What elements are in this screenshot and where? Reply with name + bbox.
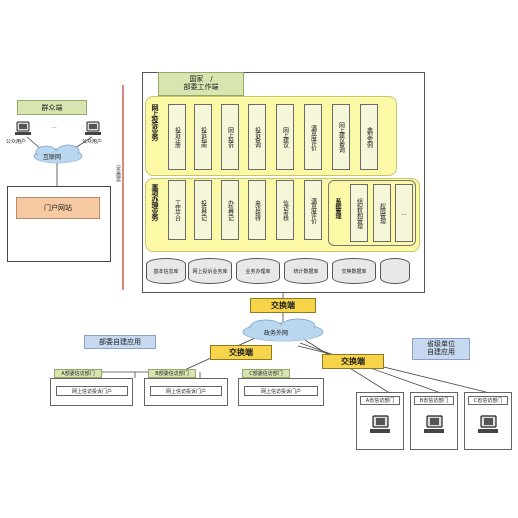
public-user-label-left: 公众用户: [6, 139, 27, 145]
office-item-label: 信访考核: [281, 200, 289, 220]
online-item-box: 投诉指南: [194, 104, 212, 170]
online-item-label: 网上建议: [281, 127, 289, 147]
database-cylinder: 统计数据库: [284, 258, 328, 284]
database-cylinder: 交换数据库: [332, 258, 376, 284]
portal-website-box: 门户网站: [16, 197, 100, 219]
exchange-middle: 交换端: [210, 345, 272, 360]
ministry-dept-name: C部委信访部门: [242, 369, 290, 378]
online-item-box: 网上建议查询: [332, 104, 350, 170]
database-label: 业务办理库: [245, 268, 271, 275]
public-user-label-right: 公众用户: [82, 139, 103, 145]
office-item-box: 工作平台: [168, 180, 186, 240]
online-complaint-group-label: 网上投诉业务: [150, 104, 160, 140]
system-item-box: 组织机构管理: [350, 184, 368, 242]
central-header-label: 国家 / 部委工作端: [158, 72, 244, 96]
province-app-tag: 省级单位 自建应用: [412, 338, 470, 360]
database-label: 统计数据库: [293, 268, 319, 275]
online-item-label: 网上投诉: [226, 127, 234, 147]
online-item-box: 网上建议: [276, 104, 294, 170]
exchange-right: 交换端: [322, 354, 384, 369]
ministry-dept-portal: 网上信访投诉门户: [244, 386, 318, 396]
system-item-label: 权限管理: [378, 203, 386, 223]
exchange-top: 交换端: [250, 298, 316, 313]
database-label: 基本信息库: [153, 268, 179, 275]
public-users-ellipsis: ...: [52, 124, 57, 130]
office-item-box: 信访考核: [276, 180, 294, 240]
office-item-label: 投诉登记: [199, 200, 207, 220]
system-item-label: ...: [401, 209, 407, 217]
ministry-app-tag: 部委自建应用: [84, 335, 156, 349]
office-item-label: 来访接待: [253, 200, 261, 220]
online-item-label: 典型案例: [365, 127, 373, 147]
office-item-box: 满意度评价: [304, 180, 322, 240]
online-complaint-band: [145, 96, 397, 176]
province-dept-name: C省信访部门: [468, 396, 508, 405]
office-handling-group-label: 事项办理业务: [150, 184, 160, 220]
online-item-label: 投诉注册: [173, 127, 181, 147]
database-cylinder: 业务办理库: [236, 258, 280, 284]
separator-label: 安全隔离: [115, 165, 121, 181]
system-item-box: 权限管理: [373, 184, 391, 242]
online-item-label: 投诉查询: [253, 127, 261, 147]
public-user-computer-right: [85, 121, 101, 135]
ministry-dept-portal: 网上信访投诉门户: [150, 386, 222, 396]
database-label: 交换数据库: [341, 268, 367, 275]
online-item-label: 网上建议查询: [337, 122, 345, 152]
office-item-label: 工作平台: [173, 200, 181, 220]
portal-website-frame: [7, 186, 111, 262]
office-item-box: 投诉登记: [194, 180, 212, 240]
database-cylinder: 网上投诉业务库: [188, 258, 232, 284]
online-item-box: 满意度评价: [304, 104, 322, 170]
internet-label: 互联网: [43, 154, 62, 161]
ministry-dept-name: A部委信访部门: [54, 369, 102, 378]
computer-icon: [424, 415, 444, 433]
public-user-computer-left: [15, 121, 31, 135]
database-label: 网上投诉业务库: [192, 268, 228, 275]
ministry-dept-name: B部委信访部门: [148, 369, 196, 378]
province-dept-name: A省信访部门: [360, 396, 400, 405]
database-cylinder: [380, 258, 410, 284]
online-item-box: 典型案例: [360, 104, 378, 170]
public-end-label: 群众端: [17, 100, 87, 115]
province-dept-name: B省信访部门: [414, 396, 454, 405]
office-item-box: 办信登记: [221, 180, 239, 240]
system-management-label: 系统管理: [334, 198, 341, 218]
database-cylinder: 基本信息库: [146, 258, 186, 284]
online-item-box: 投诉注册: [168, 104, 186, 170]
online-item-label: 投诉指南: [199, 127, 207, 147]
online-item-box: 网上投诉: [221, 104, 239, 170]
online-item-label: 满意度评价: [309, 124, 317, 150]
system-item-label: 组织机构管理: [355, 198, 363, 228]
gov-network-cloud-shape: [242, 318, 324, 342]
system-item-box: ...: [395, 184, 413, 242]
office-item-label: 满意度评价: [309, 197, 317, 223]
office-item-box: 来访接待: [248, 180, 266, 240]
computer-icon: [370, 415, 390, 433]
computer-icon: [478, 415, 498, 433]
ministry-dept-portal: 网上信访投诉门户: [56, 386, 128, 396]
online-item-box: 投诉查询: [248, 104, 266, 170]
office-item-label: 办信登记: [226, 200, 234, 220]
gov-network-label: 政务外网: [264, 330, 289, 337]
internet-cloud-shape: [33, 144, 83, 164]
